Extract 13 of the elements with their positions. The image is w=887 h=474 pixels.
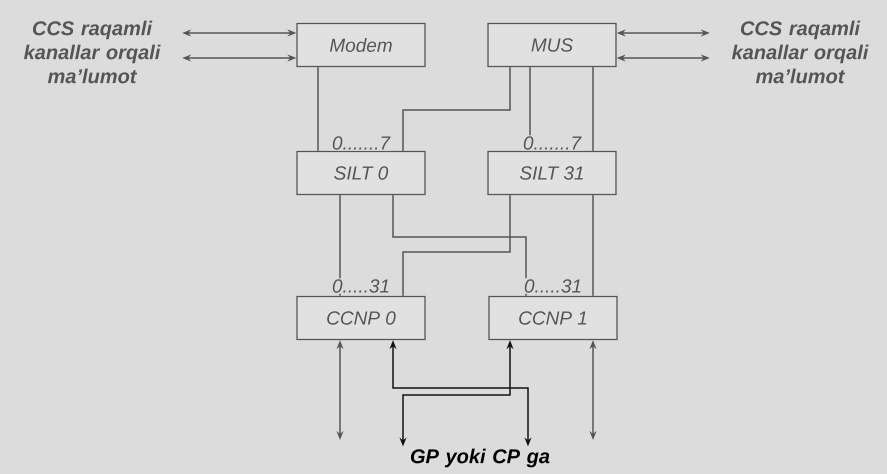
pin-range-label: 0.....31 <box>522 278 584 294</box>
process-box: CCNP 0 <box>296 296 426 340</box>
pin-range-label: 0.....31 <box>330 278 392 294</box>
text-label: CCS raqamli kanallar orqali ma’lumot <box>732 20 869 84</box>
process-box: SILT 31 <box>487 150 617 196</box>
process-box: MUS <box>487 22 617 68</box>
pin-range-label: 0.......7 <box>330 135 392 151</box>
process-box: SILT 0 <box>296 150 426 196</box>
pin-range-label: 0.......7 <box>522 135 582 151</box>
text-label: CCS raqamli kanallar orqali ma’lumot <box>24 20 161 84</box>
text-label: GP yoki CP ga <box>410 448 550 468</box>
process-box: Modem <box>296 22 426 68</box>
process-box: CCNP 1 <box>488 296 618 340</box>
